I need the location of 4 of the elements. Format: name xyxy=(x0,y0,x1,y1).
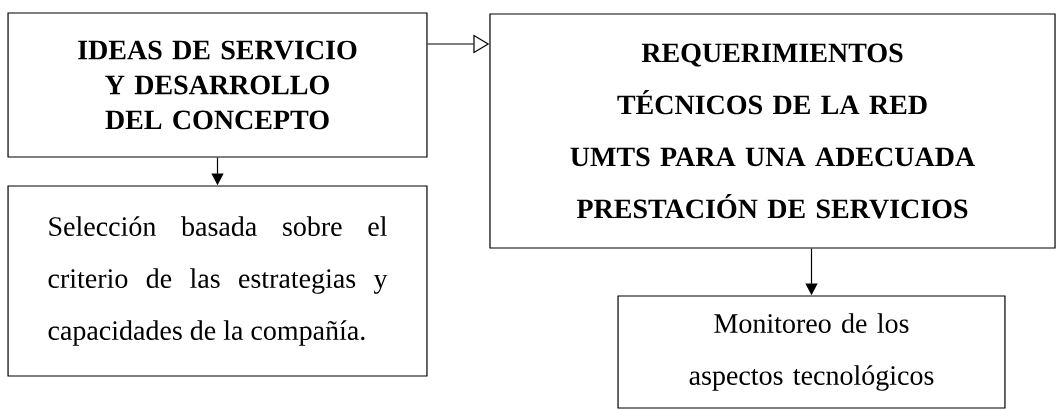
heading-box: REQUERIMIENTOS TÉCNICOS DE LA RED UMTS PARA UNA ADECUADA PRESTACIÓN DE SERVICIOS xyxy=(489,13,1056,249)
heading-box: IDEAS DE SERVICIO Y DESARROLLO DEL CONCEPTO xyxy=(7,12,428,158)
text-box: Selección basada sobre el criterio de las estrategias y capacidades de la compañía. xyxy=(7,185,428,377)
text-box: Monitoreo de los aspectos tecnológicos xyxy=(617,295,1006,409)
